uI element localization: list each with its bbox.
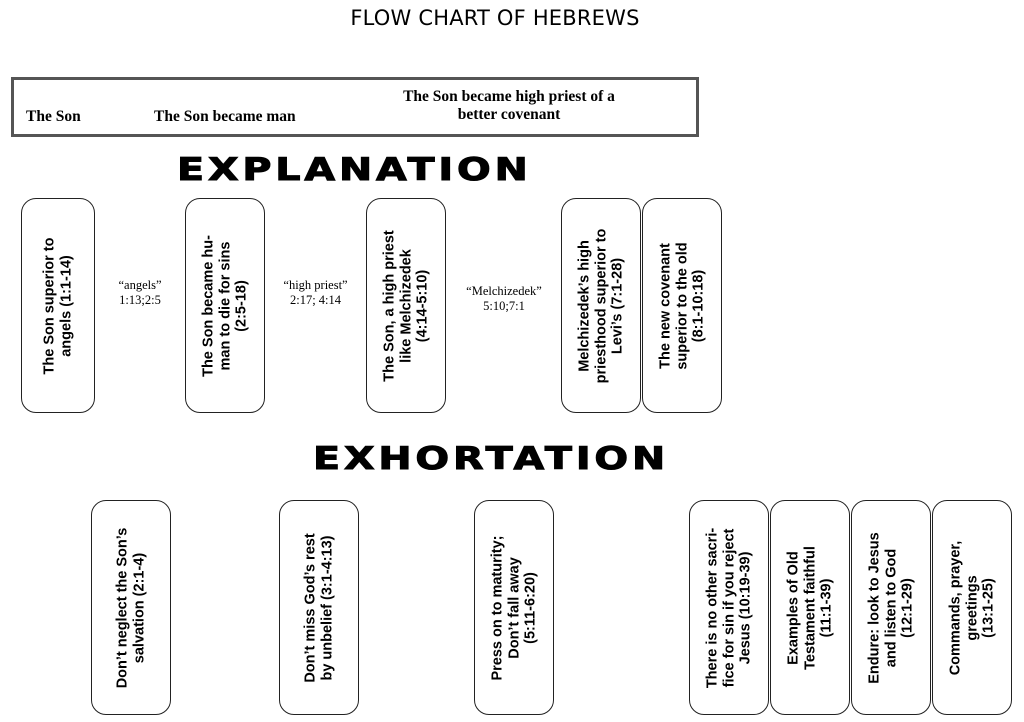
- header-box: The Son The Son became man The Son becam…: [11, 77, 699, 137]
- page-title: FLOW CHART OF HEBREWS: [350, 6, 640, 30]
- exhortation-box: Don’t miss God’s rest by unbelief (3:1-4…: [279, 500, 359, 715]
- exhortation-box-text: Examples of Old Testament faithful (11:1…: [785, 545, 835, 670]
- explanation-box: The Son became hu- man to die for sins (…: [185, 198, 265, 413]
- connector-label: “angels” 1:13;2:5: [118, 278, 162, 307]
- exhortation-box: There is no other sacri- fice for sin if…: [689, 500, 769, 715]
- explanation-box: Melchizedek’s high priesthood superior t…: [561, 198, 641, 413]
- header-the-son: The Son: [26, 108, 81, 125]
- exhortation-box-text: There is no other sacri- fice for sin if…: [704, 527, 754, 688]
- header-high-priest: The Son became high priest of a better c…: [344, 88, 674, 124]
- exhortation-box: Press on to maturity; Don’t fall away (5…: [474, 500, 554, 715]
- exhortation-box: Examples of Old Testament faithful (11:1…: [770, 500, 850, 715]
- explanation-box-text: The new covenant superior to the old (8:…: [657, 241, 707, 370]
- exhortation-box: Endure: look to Jesus and listen to God …: [851, 500, 931, 715]
- exhortation-box-text: Commands, prayer, greetings (13:1-25): [947, 540, 997, 675]
- exhortation-box-text: Press on to maturity; Don’t fall away (5…: [489, 534, 539, 681]
- explanation-box: The Son, a high priest like Melchizedek …: [366, 198, 446, 413]
- explanation-box: The new covenant superior to the old (8:…: [642, 198, 722, 413]
- explanation-heading: EXPLANATION: [176, 152, 532, 189]
- explanation-box-text: Melchizedek’s high priesthood superior t…: [576, 228, 626, 383]
- explanation-box: The Son superior to angels (1:1-14): [21, 198, 95, 413]
- exhortation-box: Commands, prayer, greetings (13:1-25): [932, 500, 1012, 715]
- exhortation-box-text: Endure: look to Jesus and listen to God …: [866, 531, 916, 684]
- exhortation-heading: EXHORTATION: [312, 441, 670, 478]
- header-son-became-man: The Son became man: [154, 108, 296, 125]
- connector-label: “Melchizedek” 5:10;7:1: [466, 284, 542, 313]
- exhortation-box-text: Don’t neglect the Son’s salvation (2:1-4…: [114, 527, 148, 688]
- exhortation-box-text: Don’t miss God’s rest by unbelief (3:1-4…: [302, 532, 336, 683]
- explanation-box-text: The Son superior to angels (1:1-14): [41, 237, 75, 374]
- explanation-box-text: The Son, a high priest like Melchizedek …: [381, 229, 431, 382]
- connector-label: “high priest” 2:17; 4:14: [283, 278, 348, 307]
- header-high-priest-line2: better covenant: [457, 106, 561, 123]
- explanation-box-text: The Son became hu- man to die for sins (…: [200, 234, 250, 377]
- exhortation-box: Don’t neglect the Son’s salvation (2:1-4…: [91, 500, 171, 715]
- header-high-priest-line1: The Son became high priest of a: [403, 88, 615, 105]
